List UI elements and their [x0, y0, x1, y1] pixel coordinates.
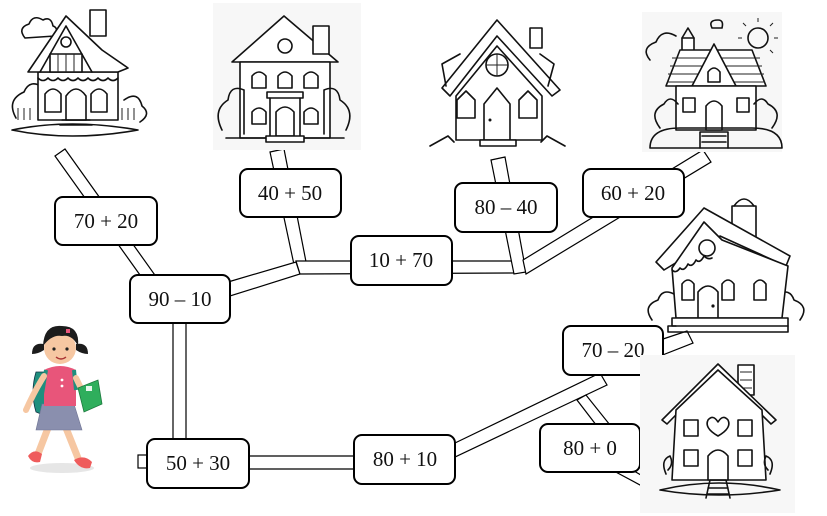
equation-box[interactable]: 10 + 70 [350, 235, 453, 286]
equation-box[interactable]: 80 – 40 [454, 182, 558, 233]
equation-text: 10 + 70 [369, 248, 433, 272]
equation-text: 90 – 10 [149, 287, 212, 311]
equation-text: 60 + 20 [601, 181, 665, 205]
girl-character-icon[interactable] [23, 325, 103, 473]
equation-boxes: 70 + 20 40 + 50 90 – 10 10 + 70 80 – 40 … [54, 168, 685, 489]
road-90-10-to-50-30 [172, 317, 187, 446]
road-50-30-to-80-10 [244, 455, 361, 470]
equation-text: 80 + 0 [563, 436, 617, 460]
equation-text: 40 + 50 [258, 181, 322, 205]
equation-box[interactable]: 60 + 20 [582, 168, 685, 218]
equation-text: 80 – 40 [475, 195, 538, 219]
equation-box[interactable]: 80 + 0 [539, 423, 641, 473]
house-cottage-icon[interactable] [11, 9, 148, 137]
house-gothic-icon[interactable] [429, 19, 566, 147]
house-with-sun-icon[interactable] [642, 12, 783, 152]
equation-text: 50 + 30 [166, 451, 230, 475]
road-70-20-to-house5 [659, 330, 694, 357]
house-two-storey-icon[interactable] [213, 3, 361, 150]
equation-box[interactable]: 90 – 10 [129, 274, 231, 324]
road-90-10-to-junction [227, 261, 301, 297]
equation-text: 70 + 20 [74, 209, 138, 233]
equation-text: 80 + 10 [373, 447, 437, 471]
equation-box[interactable]: 50 + 30 [146, 438, 250, 489]
house-heart-icon[interactable] [640, 355, 795, 513]
equation-box[interactable]: 70 – 20 [562, 325, 664, 376]
equation-box[interactable]: 80 + 10 [353, 434, 456, 485]
equation-box[interactable]: 40 + 50 [239, 168, 342, 218]
equation-box[interactable]: 70 + 20 [54, 196, 158, 246]
equation-text: 70 – 20 [582, 338, 645, 362]
house-gingerbread-icon[interactable] [647, 198, 805, 333]
